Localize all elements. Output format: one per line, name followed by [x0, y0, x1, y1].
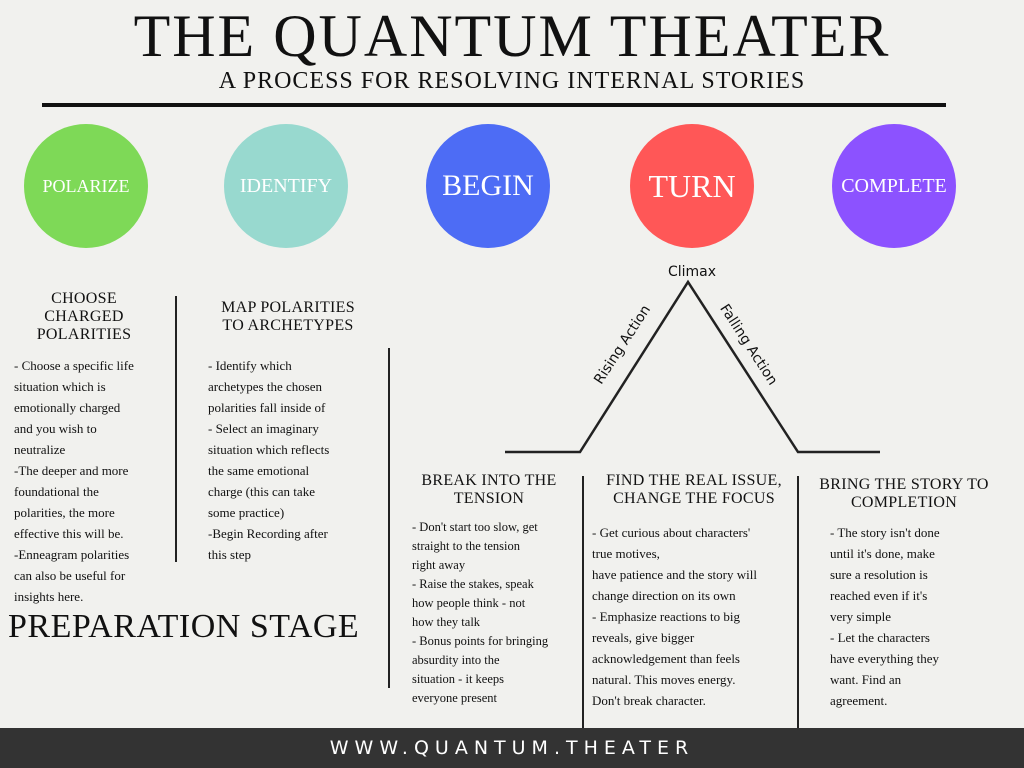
section-bullets-turn: - Get curious about characters' true mot…: [592, 522, 796, 711]
section-heading-turn: FIND THE REAL ISSUE, CHANGE THE FOCUS: [606, 472, 782, 507]
climax-label: Climax: [668, 264, 716, 280]
divider-3: [582, 476, 584, 728]
bullet-item: -The deeper and more foundational the po…: [14, 463, 129, 541]
stage-circle-begin: BEGIN: [426, 124, 550, 248]
section-heading-complete: BRING THE STORY TO COMPLETION: [819, 476, 989, 511]
footer-url: WWW.QUANTUM.THEATER: [329, 737, 695, 759]
footer-bar: WWW.QUANTUM.THEATER: [0, 728, 1024, 768]
stage-label: IDENTIFY: [239, 174, 333, 197]
section-bullets-begin: - Don't start too slow, get straight to …: [412, 518, 580, 708]
section-bullets-polarize: - Choose a specific life situation which…: [14, 355, 174, 607]
preparation-stage-label: PREPARATION STAGE: [8, 608, 360, 645]
bullet-item: - Bonus points for bringing absurdity in…: [412, 634, 549, 705]
divider-4: [797, 476, 799, 728]
section-bullets-complete: - The story isn't done until it's done, …: [830, 522, 1000, 711]
bullet-item: - Let the characters have everything the…: [830, 630, 940, 708]
story-arc-diagram: Climax Rising Action Falling Action: [505, 264, 880, 454]
story-arc-line: [505, 279, 880, 454]
bullet-item: - Choose a specific life situation which…: [14, 358, 134, 457]
stage-circle-identify: IDENTIFY: [224, 124, 348, 248]
stage-circle-turn: TURN: [630, 124, 754, 248]
stage-circle-complete: COMPLETE: [832, 124, 956, 248]
bullet-item: -Begin Recording after this step: [208, 526, 328, 562]
rising-action-label: Rising Action: [591, 302, 654, 387]
bullet-item: - Get curious about characters' true mot…: [592, 525, 757, 603]
stage-label: TURN: [648, 167, 736, 204]
bullet-item: - Raise the stakes, speak how people thi…: [412, 577, 534, 629]
stage-circle-polarize: POLARIZE: [24, 124, 148, 248]
header-divider: [42, 103, 946, 107]
bullet-item: -Enneagram polarities can also be useful…: [14, 547, 130, 604]
section-heading-identify: MAP POLARITIES TO ARCHETYPES: [221, 299, 355, 334]
section-bullets-identify: - Identify which archetypes the chosen p…: [208, 355, 386, 565]
divider-1: [175, 296, 177, 562]
section-heading-begin: BREAK INTO THE TENSION: [421, 472, 557, 507]
stage-label: BEGIN: [442, 169, 534, 202]
bullet-item: - Don't start too slow, get straight to …: [412, 520, 538, 572]
stage-label: COMPLETE: [841, 174, 947, 197]
bullet-item: - The story isn't done until it's done, …: [830, 525, 940, 624]
page-subtitle: A PROCESS FOR RESOLVING INTERNAL STORIES: [218, 68, 806, 94]
page-title: THE QUANTUM THEATER: [133, 3, 891, 69]
divider-2: [388, 348, 390, 688]
bullet-item: - Select an imaginary situation which re…: [208, 421, 330, 520]
stage-label: POLARIZE: [42, 175, 130, 196]
bullet-item: - Emphasize reactions to big reveals, gi…: [592, 609, 741, 708]
section-heading-polarize: CHOOSE CHARGED POLARITIES: [36, 290, 132, 343]
bullet-item: - Identify which archetypes the chosen p…: [208, 358, 326, 415]
